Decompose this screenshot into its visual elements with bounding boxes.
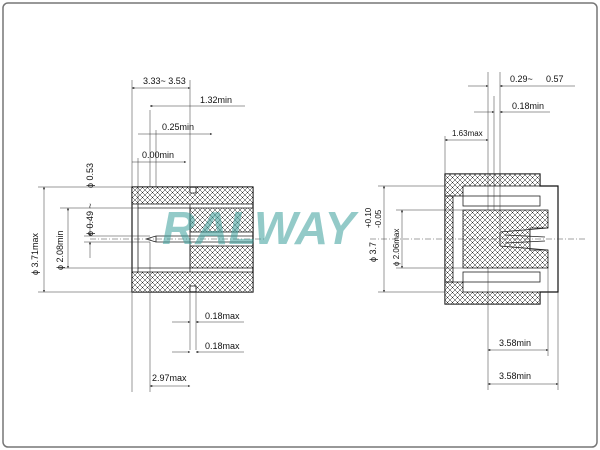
left-bottom-wall <box>131 271 254 293</box>
dim-dia-371: ϕ 3.71max <box>30 186 132 293</box>
left-connector-view <box>90 186 265 293</box>
right-connector-view <box>370 173 585 305</box>
left-center-pin <box>145 235 253 243</box>
dim-000-label: 0.00min <box>142 150 174 160</box>
dim-overall-length: 3.33~ 3.53 <box>131 76 191 187</box>
dim-dia-206: ϕ 2.06max <box>392 209 463 269</box>
dim-dia-206-label: ϕ 2.06max <box>392 229 401 266</box>
dim-018a-label: 0.18max <box>205 311 240 321</box>
dim-029-057: 0.29~ 0.57 <box>468 72 575 230</box>
dim-018a: 0.18max <box>172 292 244 350</box>
dim-dia-049-label: ϕ 0.49 ~ <box>85 203 95 236</box>
dim-dia-053-label: ϕ 0.53 <box>85 163 95 188</box>
dim-025: 0.25min <box>138 122 213 187</box>
dim-018-right: 0.18min <box>474 96 550 210</box>
right-shell-top <box>444 173 541 197</box>
right-contact-spring <box>499 227 549 251</box>
dim-000: 0.00min <box>132 150 187 204</box>
dim-297: 2.97max <box>131 242 191 392</box>
dim-018-right-label: 0.18min <box>512 101 544 111</box>
dim-358a-label: 3.58min <box>499 338 531 348</box>
dim-297-label: 2.97max <box>152 373 187 383</box>
dim-358a: 3.58min <box>487 268 549 390</box>
dim-025-label: 0.25min <box>162 122 194 132</box>
dim-dia-37: ϕ 3.7 +0.10 -0.05 <box>364 185 445 293</box>
dim-132-label: 1.32min <box>200 95 232 105</box>
dim-163: 1.63max <box>444 129 489 174</box>
dim-dia-049: ϕ 0.49 ~ <box>84 203 150 258</box>
dim-dia-053: ϕ 0.53 <box>85 163 95 188</box>
dim-dia-208-label: ϕ 2.08min <box>55 230 65 270</box>
dim-dia-208: ϕ 2.08min <box>55 207 138 270</box>
dim-358b: 3.58min <box>487 292 559 390</box>
dim-dia-37-label: ϕ 3.7 <box>368 242 378 262</box>
dim-tol-plus-label: +0.10 <box>364 207 373 228</box>
dim-tol-minus-label: -0.05 <box>374 209 383 228</box>
dim-358b-label: 3.58min <box>499 371 531 381</box>
dim-163-label: 1.63max <box>452 129 483 138</box>
dim-018b: 0.18max <box>172 341 244 353</box>
right-shell-bottom <box>444 281 541 305</box>
dim-018b-label: 0.18max <box>205 341 240 351</box>
dim-057-label: 0.57 <box>546 74 564 84</box>
left-top-wall <box>131 186 254 205</box>
dim-029-label: 0.29~ <box>510 74 533 84</box>
dim-overall-length-label: 3.33~ 3.53 <box>143 76 186 86</box>
watermark-logo: RALWAY <box>162 202 360 254</box>
dim-dia-371-label: ϕ 3.71max <box>30 232 40 275</box>
dim-132: 1.32min <box>149 95 245 187</box>
